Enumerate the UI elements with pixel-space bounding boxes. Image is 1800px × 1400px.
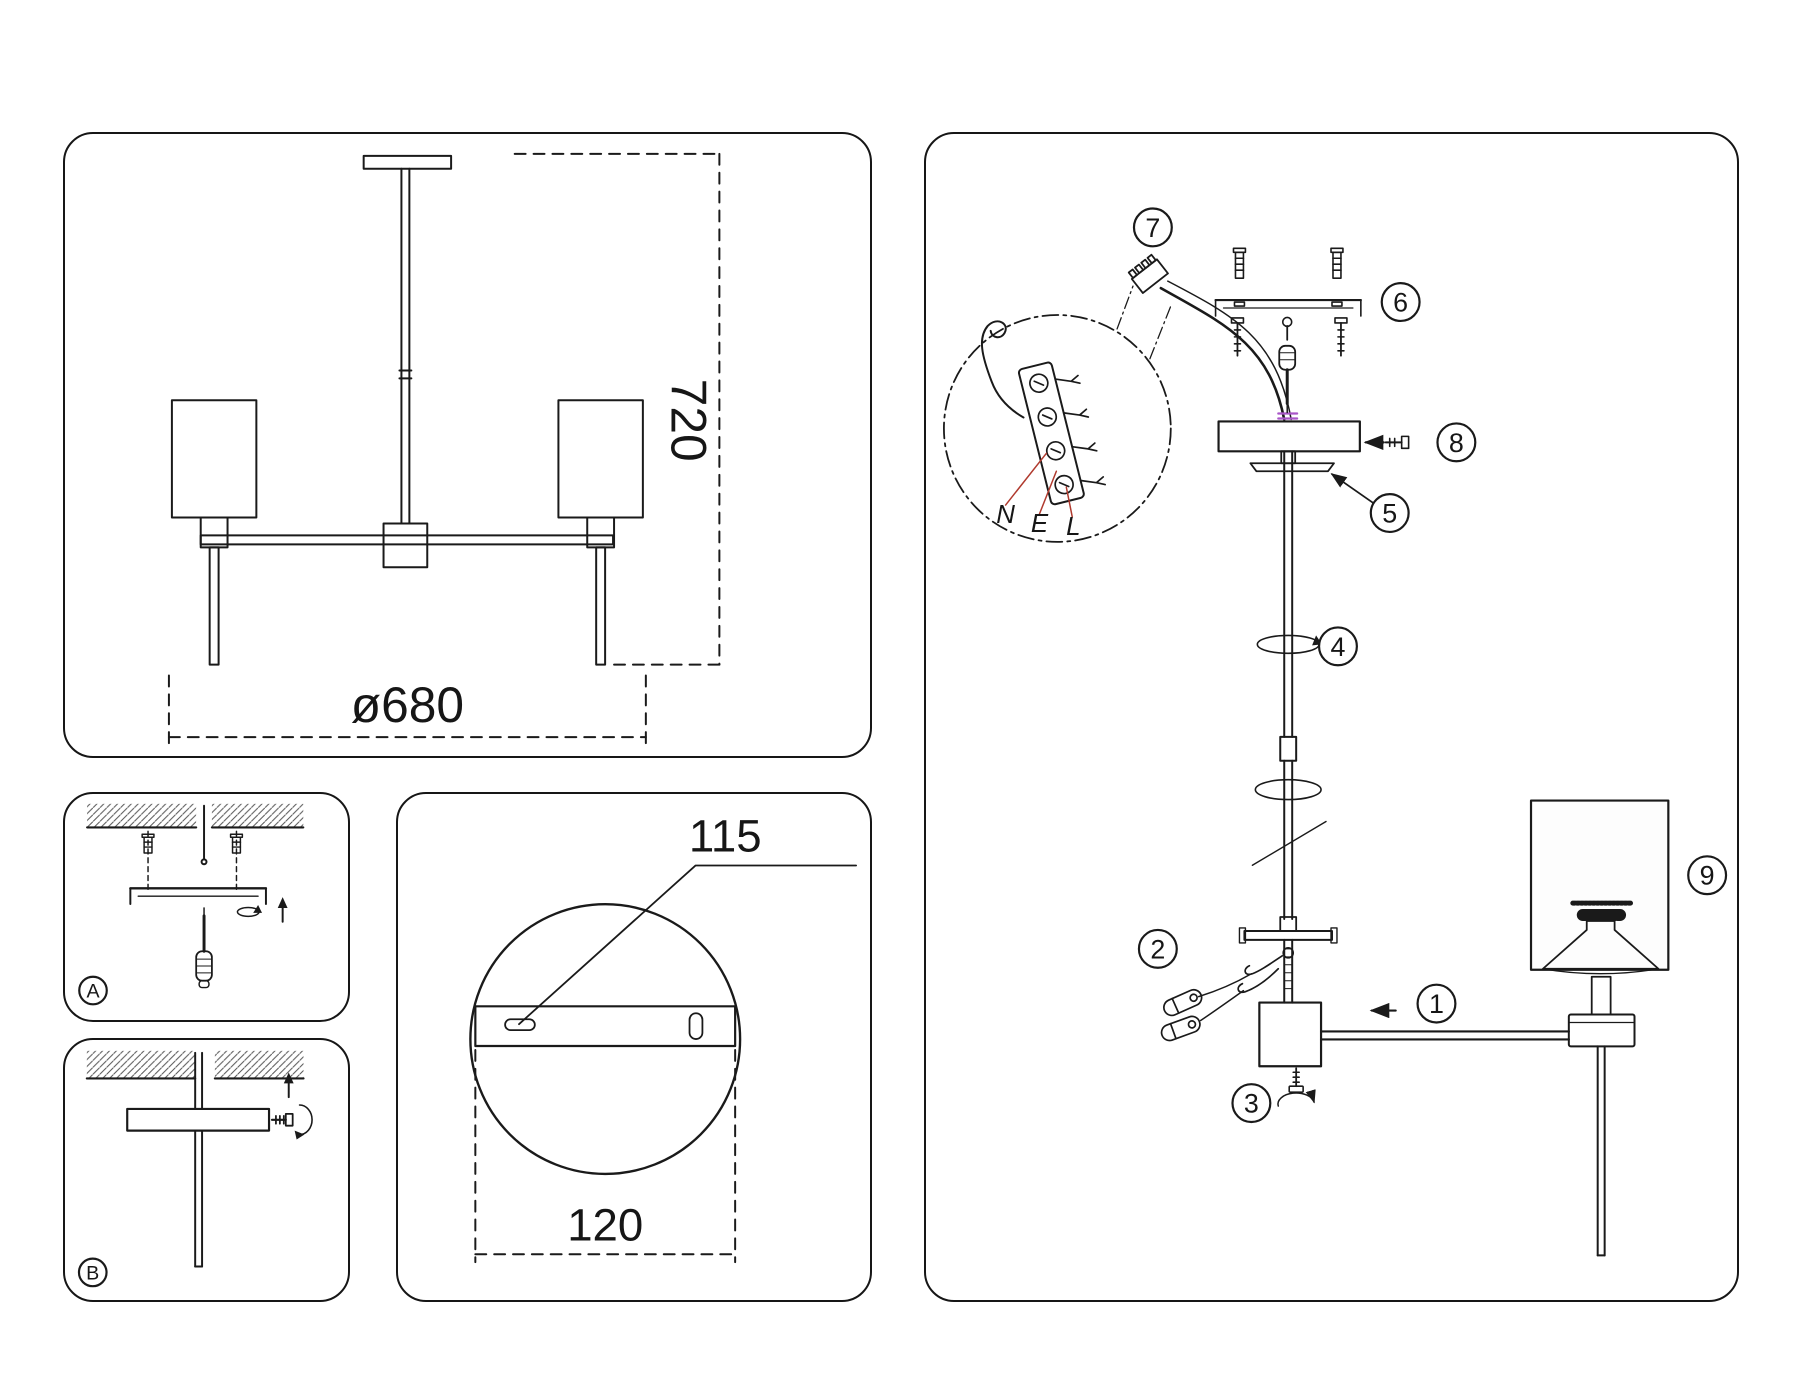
lamp-assembly [1529, 799, 1670, 1257]
plate-dimension-label: 120 [567, 1199, 643, 1250]
step-a-badge [78, 975, 108, 1006]
canopy-dimension-panel: 115 120 [396, 792, 872, 1302]
canopy-dimension-drawing: 115 120 [469, 811, 858, 1264]
slot-dimension-label: 115 [689, 811, 762, 862]
callout-2-label: 2 [1150, 934, 1165, 964]
chandelier-dimension-drawing: 720 ø680 [167, 152, 721, 748]
rotate-cue-icon [1256, 634, 1320, 655]
slot-hole [504, 1018, 536, 1032]
step-a-label: A [86, 980, 100, 1002]
screwdriver-icon [195, 907, 213, 989]
ceiling-plate [362, 154, 453, 170]
cross-arm [199, 534, 615, 546]
arm-block [1567, 1013, 1636, 1048]
callout-1-badge [1416, 983, 1457, 1024]
height-dimension-label: 720 [661, 379, 717, 462]
canopy-circle [469, 903, 742, 1176]
chandelier-line-art [167, 152, 721, 748]
callout-7-badge [1132, 207, 1173, 248]
side-screw-icon [270, 1112, 294, 1127]
ceiling-hatch [214, 1050, 304, 1079]
diameter-dimension-label: ø680 [351, 677, 464, 733]
bracket-kit [1214, 247, 1362, 357]
left-shade [170, 399, 258, 519]
step-a-drawing: A [78, 803, 305, 1006]
ceiling-hatch [86, 1050, 196, 1079]
wire-connector [1127, 253, 1169, 294]
canopy-strap [1249, 462, 1335, 473]
rod-joint [1279, 735, 1298, 762]
ceiling-hatch [211, 803, 304, 828]
side-screw-icon [1384, 435, 1410, 450]
ceiling-canopy [1217, 420, 1361, 453]
wire-label-live: L [1066, 513, 1080, 541]
mounting-bar [474, 1005, 737, 1048]
step-b-badge [77, 1257, 108, 1288]
callout-3-label: 3 [1244, 1089, 1259, 1119]
wire-colour-marks [1277, 412, 1299, 420]
callout-3-badge [1231, 1083, 1272, 1124]
step-b-panel: B [63, 1038, 350, 1302]
callout-5-label: 5 [1382, 498, 1397, 528]
assembly-line-art [943, 207, 1728, 1257]
callout-9-label: 9 [1700, 861, 1715, 891]
terminal-block [1017, 361, 1107, 506]
callout-6-badge [1380, 282, 1421, 323]
step-a-panel: A [63, 792, 350, 1022]
mains-cable [1159, 286, 1286, 421]
step-b-drawing: B [77, 1050, 313, 1288]
hanger-crossbar [1243, 929, 1333, 941]
wire-label-earth: E [1031, 510, 1049, 538]
callout-6-label: 6 [1393, 288, 1408, 318]
leader-line [518, 864, 858, 1026]
hub-screw-icon [1277, 1067, 1316, 1107]
callout-7-label: 7 [1145, 213, 1160, 243]
right-shade [557, 399, 644, 519]
callout-8-label: 8 [1449, 428, 1464, 458]
ceiling-hatch [87, 803, 197, 828]
rotate-cue-icon [1254, 778, 1322, 801]
step-b-line-art [77, 1050, 313, 1288]
callout-5-badge [1369, 493, 1410, 534]
earth-cable [1167, 280, 1292, 421]
callout-8-badge [1436, 422, 1477, 463]
wire-label-neutral: N [996, 501, 1015, 529]
callout-2-badge [1137, 928, 1178, 969]
callout-4-badge [1317, 626, 1358, 667]
hook-cable-icon [980, 320, 1025, 419]
dimension-lines [167, 152, 721, 748]
assembly-panel: 1 2 3 4 5 6 7 8 9 N E L [924, 132, 1739, 1302]
callout-9-badge [1687, 855, 1728, 896]
step-a-line-art [78, 803, 305, 1006]
callout-4-label: 4 [1330, 632, 1345, 662]
wiring-detail-circle [943, 314, 1172, 543]
step-b-label: B [86, 1262, 99, 1284]
rotate-arrow-icon [298, 1104, 313, 1136]
callout-badges [1132, 207, 1728, 1124]
callout-1-label: 1 [1429, 989, 1444, 1019]
overview-panel: 720 ø680 [63, 132, 872, 758]
mounting-bracket [129, 887, 268, 906]
oval-hole [688, 1012, 704, 1040]
assembly-exploded-drawing: 1 2 3 4 5 6 7 8 9 N E L [943, 207, 1728, 1257]
wall-anchors [141, 833, 244, 854]
canopy-plate [126, 1107, 271, 1132]
wire-label-leaders [1004, 452, 1074, 518]
screwdriver-icon [1278, 316, 1297, 414]
lamp-shade [1529, 799, 1670, 971]
canopy-line-art [469, 864, 858, 1264]
break-line [1251, 820, 1327, 866]
cord-grips-and-hooks [1160, 947, 1295, 1042]
center-hub [1258, 1001, 1323, 1068]
